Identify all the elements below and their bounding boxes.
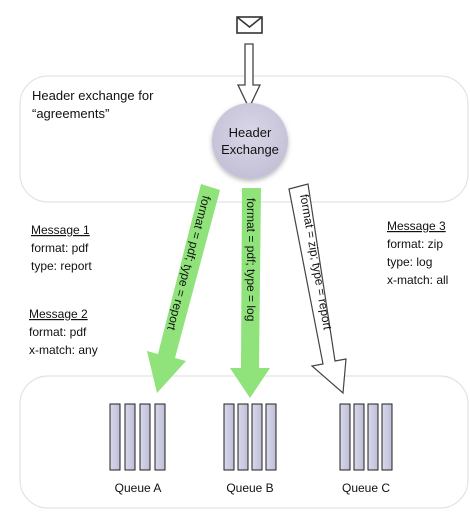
message-2-line: x-match: any xyxy=(29,343,98,357)
message-1-line: format: pdf xyxy=(31,241,89,255)
queue-slot xyxy=(124,403,136,471)
message-2-title: Message 2 xyxy=(29,307,88,321)
queue-slot xyxy=(367,403,379,471)
queue-c-label: Queue C xyxy=(342,481,390,495)
queue-slot xyxy=(223,403,235,471)
message-1-title: Message 1 xyxy=(31,223,90,237)
header-exchange-node xyxy=(212,103,288,179)
envelope-icon xyxy=(236,16,263,34)
message-3-title: Message 3 xyxy=(387,219,446,233)
queue-b-label: Queue B xyxy=(226,481,273,495)
message-3-line: type: log xyxy=(387,255,432,269)
queue-a xyxy=(109,403,166,471)
queue-slot xyxy=(237,403,249,471)
exchange-label-line1: Header xyxy=(229,125,272,140)
queue-slot xyxy=(353,403,365,471)
queue-slot xyxy=(381,403,393,471)
queue-slot xyxy=(265,403,277,471)
route-label-a: format = pdf; type = report xyxy=(164,194,214,332)
exchange-label-line2: Exchange xyxy=(221,142,279,157)
message-1-line: type: report xyxy=(31,259,92,273)
route-arrow-b xyxy=(230,188,270,398)
queue-slot xyxy=(251,403,263,471)
message-2-line: format: pdf xyxy=(29,325,87,339)
panel-title-line1: Header exchange for xyxy=(32,88,154,103)
route-label-b: format = pdf; type = log xyxy=(244,198,258,321)
queue-slot xyxy=(109,403,121,471)
message-3-line: format: zip xyxy=(387,237,443,251)
message-3-line: x-match: all xyxy=(387,273,448,287)
queue-slot xyxy=(154,403,166,471)
route-arrow-c xyxy=(288,183,347,395)
panel-title-line2: “agreements” xyxy=(32,106,109,121)
queue-a-label: Queue A xyxy=(115,481,162,495)
queue-slot xyxy=(139,403,151,471)
queue-slot xyxy=(339,403,351,471)
incoming-arrow xyxy=(236,43,262,110)
queue-b xyxy=(223,403,277,471)
route-arrow-a xyxy=(147,184,220,393)
queue-c xyxy=(339,403,393,471)
